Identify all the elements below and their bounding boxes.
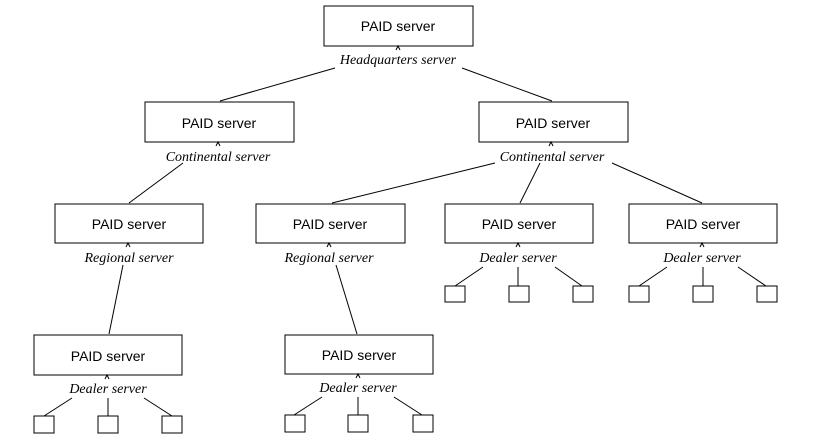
server-box-label: PAID server <box>71 348 146 364</box>
server-box-label: PAID server <box>361 18 436 34</box>
connector-tick <box>104 373 110 380</box>
server-box-label: PAID server <box>293 216 368 232</box>
terminal-box <box>692 285 714 303</box>
edge-hq-to-continental-left <box>219 67 336 102</box>
node-continental-left: PAID server Continental server <box>144 101 295 165</box>
terminal-box <box>284 414 306 433</box>
terminal-box <box>412 414 434 433</box>
connector-tick <box>699 241 705 248</box>
node-headquarters: PAID server Headquarters server <box>323 5 474 68</box>
edge-regional-b-to-dealer-d <box>335 264 358 335</box>
edge-continental-right-to-dealer-f <box>611 162 703 204</box>
connector-tick <box>515 241 521 248</box>
server-box <box>628 203 778 244</box>
edge-hq-to-continental-right <box>461 67 553 102</box>
server-box-label: PAID server <box>322 347 397 363</box>
connector-tick <box>548 140 554 147</box>
node-regional-b: PAID server Regional server <box>255 203 406 266</box>
server-box-label: PAID server <box>666 216 741 232</box>
edge-continental-right-to-regional-b <box>331 162 496 204</box>
terminal-box <box>572 285 594 303</box>
server-box-label: PAID server <box>92 216 167 232</box>
edge-dealer-c-to-terminal-3 <box>143 397 173 417</box>
node-dealer-e: PAID server Dealer server <box>444 203 594 303</box>
server-role-label: Dealer server <box>318 381 397 396</box>
node-regional-a: PAID server Regional server <box>54 203 204 266</box>
node-dealer-f: PAID server Dealer server <box>628 203 778 303</box>
connector-tick <box>125 241 131 248</box>
edge-dealer-c-to-terminal-1 <box>43 397 73 417</box>
server-role-label: Dealer server <box>478 251 557 266</box>
terminal-box <box>628 285 650 303</box>
connector-tick <box>355 372 361 379</box>
edge-dealer-f-to-terminal-1 <box>638 266 668 287</box>
server-box-label: PAID server <box>182 115 257 131</box>
server-box <box>255 203 406 244</box>
server-role-label: Regional server <box>283 251 374 266</box>
edge-dealer-f-to-terminal-3 <box>737 266 767 287</box>
terminal-box <box>347 414 369 433</box>
server-box <box>323 5 474 47</box>
terminal-box <box>33 415 55 434</box>
terminal-box <box>97 415 119 434</box>
node-dealer-c: PAID server Dealer server <box>33 334 183 434</box>
server-role-label: Headquarters server <box>339 53 457 68</box>
server-role-label: Dealer server <box>68 382 147 397</box>
server-box <box>444 203 594 244</box>
terminal-box <box>161 415 183 434</box>
node-dealer-d: PAID server Dealer server <box>284 334 434 433</box>
server-role-label: Dealer server <box>662 251 741 266</box>
server-role-label: Continental server <box>500 150 605 165</box>
edge-continental-right-to-dealer-e <box>519 162 541 204</box>
node-continental-right: PAID server Continental server <box>478 101 629 165</box>
server-box-label: PAID server <box>482 216 557 232</box>
edge-dealer-d-to-terminal-1 <box>293 396 323 416</box>
server-box <box>54 203 204 244</box>
connector-tick <box>215 140 221 147</box>
connector-tick <box>326 241 332 248</box>
edge-dealer-e-to-terminal-3 <box>554 266 583 287</box>
terminal-box <box>444 285 466 303</box>
server-role-label: Continental server <box>166 150 271 165</box>
edge-dealer-e-to-terminal-1 <box>454 266 484 287</box>
edge-continental-left-to-regional-a <box>128 162 184 204</box>
server-box <box>33 334 183 376</box>
edge-regional-a-to-dealer-c <box>108 264 124 335</box>
connector-tick <box>395 44 401 51</box>
edge-dealer-d-to-terminal-3 <box>393 396 423 416</box>
server-box <box>144 101 295 143</box>
terminal-box <box>756 285 778 303</box>
hierarchy-edges <box>108 67 703 335</box>
terminal-box <box>508 285 530 303</box>
server-box <box>284 334 434 375</box>
server-role-label: Regional server <box>83 251 174 266</box>
server-box <box>478 101 629 143</box>
server-box-label: PAID server <box>516 115 591 131</box>
